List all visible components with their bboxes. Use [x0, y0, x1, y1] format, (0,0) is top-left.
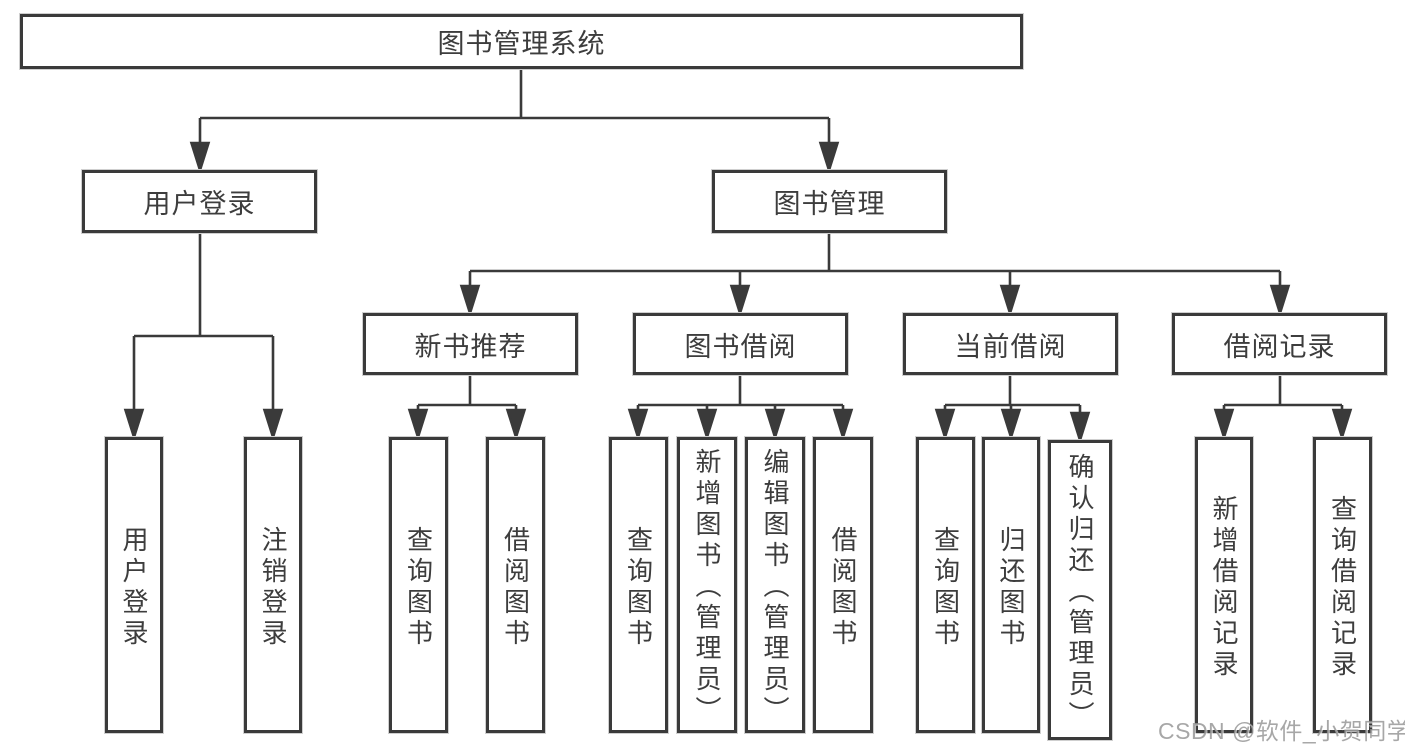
leaf-add-borrow-record: 新增借阅记录: [1195, 437, 1253, 733]
connector-newbooks-to-leaves: [407, 375, 527, 442]
leaf-add-borrow-record-label: 新增借阅记录: [1209, 494, 1239, 681]
node-user-login-label: 用户登录: [143, 189, 256, 219]
leaf-borrow-query-books: 查询图书: [609, 437, 668, 733]
leaf-newbooks-borrow-books: 借阅图书: [486, 437, 545, 733]
leaf-return-books: 归还图书: [982, 437, 1040, 733]
csdn-watermark: CSDN @软件_小贺同学: [1158, 718, 1405, 744]
leaf-current-query-books: 查询图书: [916, 437, 975, 733]
connector-root-to-level2: [189, 68, 840, 175]
node-book-borrowing: 图书借阅: [633, 313, 848, 375]
leaf-borrow-books: 借阅图书: [813, 437, 873, 733]
node-borrow-records-label: 借阅记录: [1223, 331, 1336, 362]
leaf-query-borrow-record: 查询借阅记录: [1313, 437, 1372, 733]
connector-currentborrow-to-leaves: [934, 375, 1091, 445]
leaf-borrow-query-books-label: 查询图书: [623, 525, 654, 650]
leaf-query-borrow-record-label: 查询借阅记录: [1327, 494, 1358, 681]
leaf-newbooks-borrow-books-label: 借阅图书: [500, 525, 531, 650]
leaf-confirm-return-admin-label: 确认归还（管理员）: [1065, 453, 1095, 732]
leaf-borrow-books-label: 借阅图书: [828, 525, 858, 650]
connector-borrowrecords-to-leaves: [1213, 375, 1353, 442]
node-book-management-label: 图书管理: [773, 189, 886, 219]
node-library-system-label: 图书管理系统: [437, 29, 606, 59]
leaf-confirm-return-admin: 确认归还（管理员）: [1048, 440, 1112, 740]
leaf-edit-books-admin-label: 编辑图书（管理员）: [760, 448, 790, 727]
leaf-logout: 注销登录: [244, 437, 302, 733]
node-new-book-recommend: 新书推荐: [363, 313, 578, 375]
leaf-add-books-admin-label: 新增图书（管理员）: [692, 448, 722, 727]
connector-bookmgmt-to-level3: [459, 233, 1291, 318]
leaf-return-books-label: 归还图书: [996, 525, 1026, 650]
leaf-add-books-admin: 新增图书（管理员）: [677, 437, 737, 733]
leaf-edit-books-admin: 编辑图书（管理员）: [745, 437, 805, 733]
node-new-book-recommend-label: 新书推荐: [414, 331, 527, 362]
connector-bookborrow-to-leaves: [627, 375, 854, 442]
leaf-logout-label: 注销登录: [258, 525, 288, 650]
leaf-newbooks-query-books: 查询图书: [389, 437, 448, 733]
node-current-borrowing-label: 当前借阅: [954, 331, 1067, 362]
node-book-borrowing-label: 图书借阅: [684, 331, 797, 362]
node-user-login: 用户登录: [82, 170, 317, 233]
leaf-current-query-books-label: 查询图书: [930, 525, 961, 650]
leaf-user-login: 用户登录: [105, 437, 163, 733]
leaf-user-login-label: 用户登录: [119, 525, 149, 650]
node-book-management: 图书管理: [712, 170, 947, 233]
connector-userlogin-to-leaves: [123, 233, 284, 442]
node-current-borrowing: 当前借阅: [903, 313, 1118, 375]
leaf-newbooks-query-books-label: 查询图书: [403, 525, 434, 650]
node-borrow-records: 借阅记录: [1172, 313, 1387, 375]
node-library-system: 图书管理系统: [20, 14, 1023, 69]
